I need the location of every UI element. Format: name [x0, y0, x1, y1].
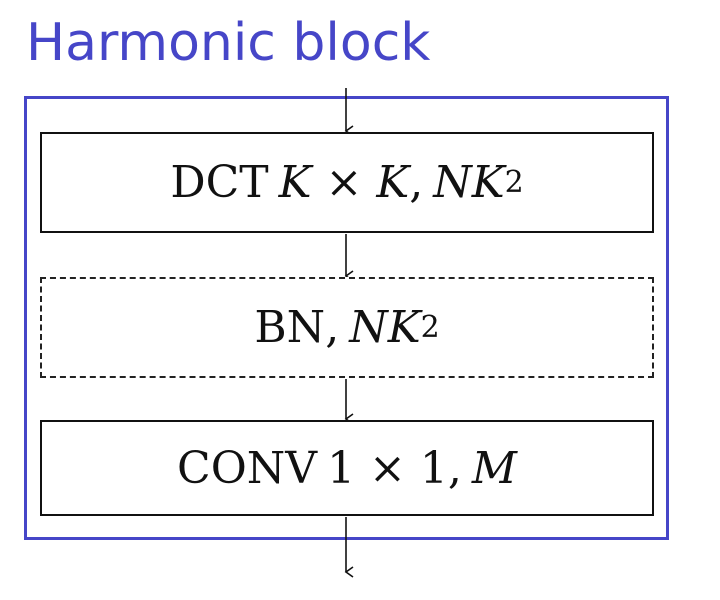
conv-label: CONV — [177, 442, 318, 494]
dct-kernel-size: K × K — [278, 157, 410, 208]
dct-channels: NK — [433, 157, 505, 208]
dct-label: DCT — [170, 157, 269, 208]
dct-channels-exponent: 2 — [504, 165, 524, 200]
bn-channels: NK — [349, 302, 421, 353]
bn-separator: , — [325, 302, 340, 353]
conv-kernel-size: 1 × 1 — [327, 442, 448, 494]
conv-block: CONV 1 × 1 , M — [40, 420, 654, 516]
conv-channels: M — [471, 442, 517, 494]
conv-separator: , — [447, 442, 462, 494]
diagram-title: Harmonic block — [26, 13, 431, 73]
dct-separator: , — [409, 157, 424, 208]
bn-channels-exponent: 2 — [420, 310, 440, 345]
bn-label: BN — [254, 302, 326, 353]
